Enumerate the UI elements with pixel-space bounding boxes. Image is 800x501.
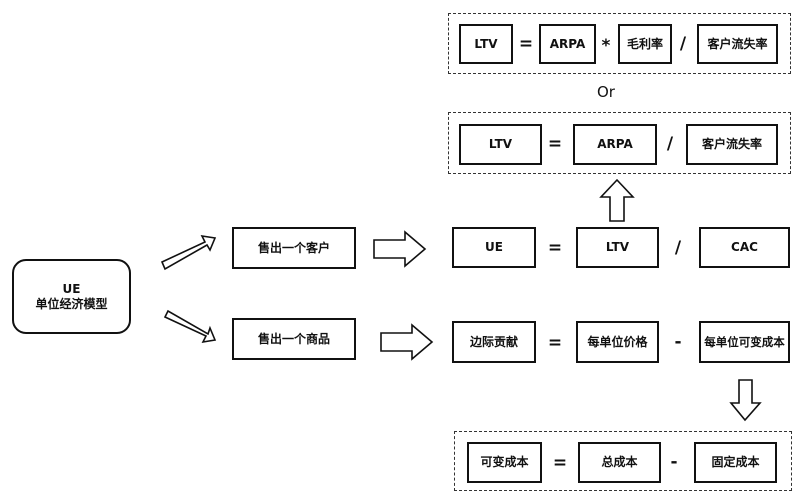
divide-sign: / [679, 34, 687, 54]
churn-rate-box: 客户流失率 [686, 124, 778, 165]
variable-cost-formula-group [454, 431, 792, 491]
minus-sign: - [670, 452, 678, 472]
unit-price-box: 每单位价格 [576, 321, 659, 363]
arrow-ltv-up [599, 178, 635, 222]
equals-sign: = [547, 238, 563, 258]
divide-sign: / [674, 238, 682, 258]
variable-cost-box: 可变成本 [467, 442, 542, 483]
minus-sign: - [674, 332, 682, 352]
arrow-product-to-contribution [380, 323, 434, 361]
ue-box: UE [452, 227, 536, 268]
equals-sign: = [547, 134, 563, 154]
root-ue-model: UE 单位经济模型 [12, 259, 131, 334]
contribution-margin-box: 边际贡献 [452, 321, 536, 363]
unit-variable-cost-box: 每单位可变成本 [699, 321, 790, 363]
sell-one-customer: 售出一个客户 [232, 227, 356, 269]
ltv-box: LTV [459, 24, 513, 64]
churn-rate-box: 客户流失率 [697, 24, 778, 64]
arrow-root-to-product [163, 309, 217, 344]
fixed-cost-box: 固定成本 [694, 442, 777, 483]
gross-margin-box: 毛利率 [618, 24, 672, 64]
arrow-root-to-customer [160, 234, 217, 271]
arrow-varcost-down [729, 379, 762, 422]
equals-sign: = [547, 333, 563, 353]
ltv-formula-a-group [448, 13, 791, 74]
root-subtitle: 单位经济模型 [35, 296, 108, 311]
arrow-customer-to-ue [373, 230, 427, 268]
ltv-formula-b-group [448, 112, 791, 174]
multiply-sign: * [601, 36, 611, 56]
root-title: UE [62, 281, 81, 296]
ltv-box: LTV [459, 124, 542, 165]
cac-box: CAC [699, 227, 790, 268]
or-label: Or [597, 83, 615, 101]
arpa-box: ARPA [539, 24, 596, 64]
equals-sign: = [552, 453, 568, 473]
sell-one-product: 售出一个商品 [232, 318, 356, 360]
total-cost-box: 总成本 [578, 442, 661, 483]
arpa-box: ARPA [573, 124, 657, 165]
equals-sign: = [518, 34, 534, 54]
ltv-box: LTV [576, 227, 659, 268]
divide-sign: / [666, 134, 674, 154]
